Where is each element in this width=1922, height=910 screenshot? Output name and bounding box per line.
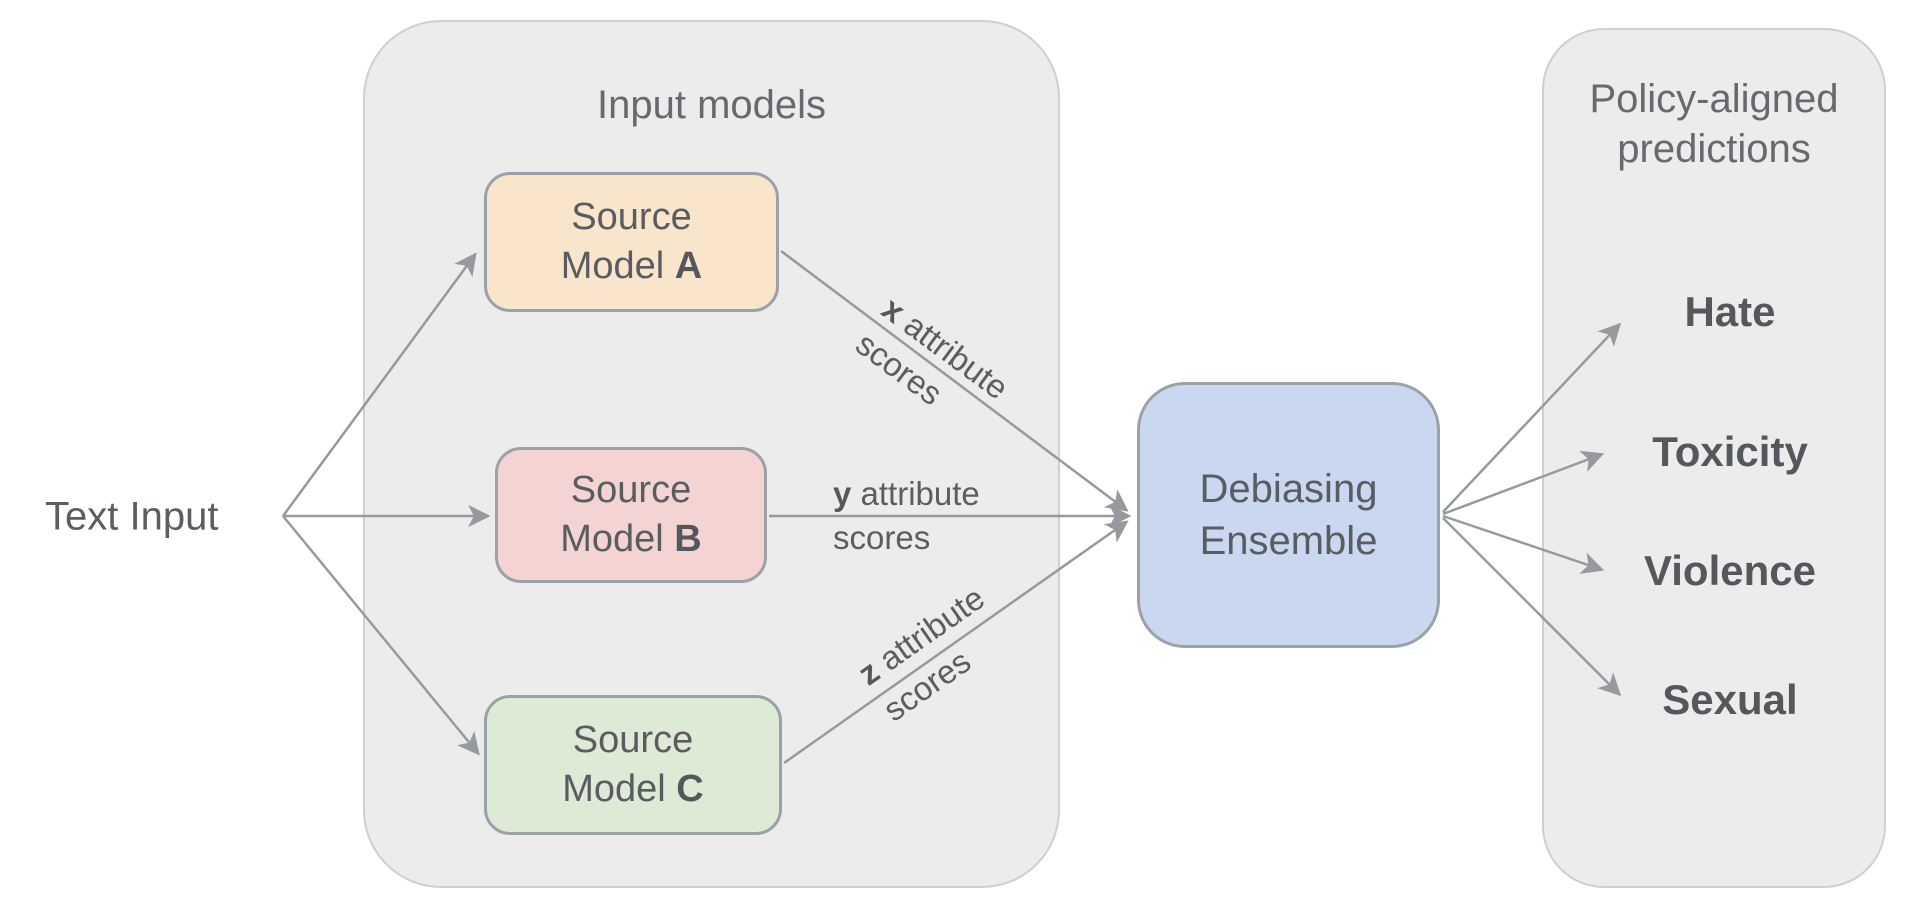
edge-label-y-attribute-scores: y attribute scores <box>833 472 980 560</box>
source-model-a-box: Source Model A <box>484 172 779 312</box>
ensemble-line1: Debiasing <box>1199 467 1378 511</box>
source-model-b-line1: Source <box>570 469 692 512</box>
source-model-c-line2: Model C <box>562 768 704 810</box>
edge-y-line1: y attribute <box>833 475 980 512</box>
arrow-ensemble-to-hate <box>1442 322 1622 513</box>
text-input-label: Text Input <box>45 494 219 539</box>
arrow-input-to-model-c <box>282 515 480 756</box>
arrow-ensemble-to-toxicity <box>1442 450 1605 516</box>
ensemble-line2: Ensemble <box>1199 519 1378 563</box>
source-model-c-box: Source Model C <box>484 695 782 835</box>
arrow-ensemble-to-sexual <box>1442 517 1622 697</box>
edge-y-line2: scores <box>833 519 931 556</box>
arrow-model-a-to-ensemble <box>780 250 1129 512</box>
arrow-ensemble-to-violence <box>1442 514 1605 574</box>
source-model-c-line1: Source <box>572 719 694 762</box>
policy-predictions-title: Policy-aligned predictions <box>1544 74 1884 174</box>
arrow-model-c-to-ensemble <box>783 520 1129 765</box>
input-models-title: Input models <box>596 83 827 127</box>
debiasing-ensemble-box: Debiasing Ensemble <box>1137 382 1440 648</box>
source-model-a-line1: Source <box>571 196 692 239</box>
policy-title-line1: Policy-aligned <box>1589 77 1839 121</box>
prediction-toxicity: Toxicity <box>1652 428 1808 475</box>
source-model-b-letter: B <box>674 518 702 560</box>
arrow-input-to-model-a <box>281 252 477 517</box>
prediction-hate: Hate <box>1684 288 1776 335</box>
policy-title-line2: predictions <box>1617 127 1811 171</box>
source-model-b-box: Source Model B <box>495 447 767 583</box>
source-model-a-letter: A <box>674 245 703 287</box>
source-model-b-line2: Model B <box>560 518 702 560</box>
source-model-a-line2: Model A <box>560 245 703 287</box>
prediction-sexual: Sexual <box>1662 676 1798 723</box>
prediction-violence: Violence <box>1644 547 1816 594</box>
source-model-c-letter: C <box>676 768 704 810</box>
